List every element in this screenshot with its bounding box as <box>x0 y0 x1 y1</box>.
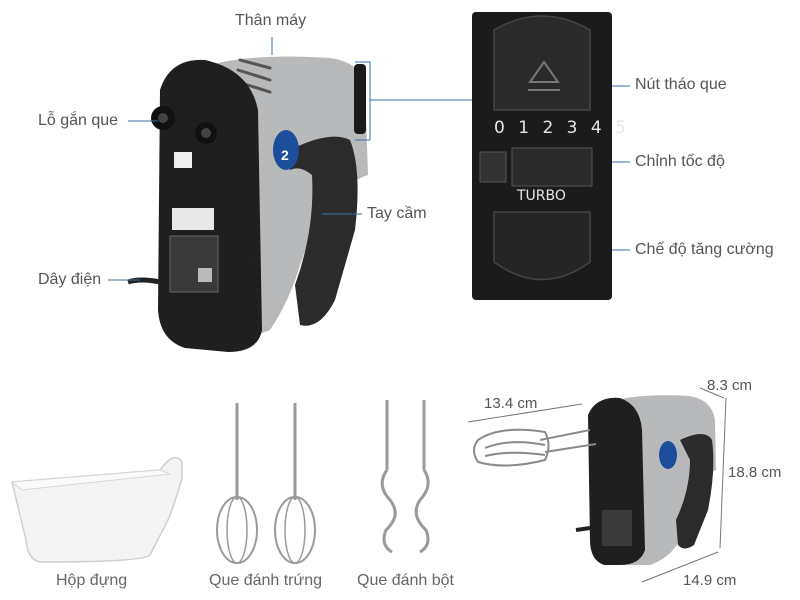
caption-bowl: Hộp đựng <box>56 572 128 589</box>
dough-hook-attachments <box>380 400 430 554</box>
mixer-main-view: 2 <box>127 56 368 352</box>
svg-text:2: 2 <box>281 147 289 163</box>
dimension-width: 14.9 cm <box>683 572 737 589</box>
callout-speed-control: Chỉnh tốc độ <box>635 153 725 170</box>
callout-power-cord: Dây điện <box>38 271 102 288</box>
dimension-depth: 8.3 cm <box>707 377 753 394</box>
callout-eject-button: Nút tháo que <box>635 76 727 93</box>
callout-handle: Tay cầm <box>367 205 427 222</box>
callout-beater-socket: Lỗ gắn que <box>38 112 119 129</box>
callout-turbo-mode: Chế độ tăng cường <box>635 241 774 258</box>
turbo-label: TURBO <box>517 188 566 204</box>
control-panel-zoom <box>472 12 612 300</box>
brand-logo: BlueStone <box>243 250 257 300</box>
storage-bowl <box>10 456 183 563</box>
dimension-length: 13.4 cm <box>484 395 538 412</box>
mixer-dimension-view <box>473 395 716 565</box>
callout-body: Thân máy <box>235 12 307 29</box>
dimension-height: 18.8 cm <box>728 464 782 481</box>
speed-scale: 0 1 2 3 4 5 <box>494 118 630 138</box>
whisk-attachments <box>216 403 316 564</box>
dimension-lines <box>467 387 727 583</box>
caption-whisks: Que đánh trứng <box>209 572 323 589</box>
caption-dough-hooks: Que đánh bột <box>357 572 454 589</box>
